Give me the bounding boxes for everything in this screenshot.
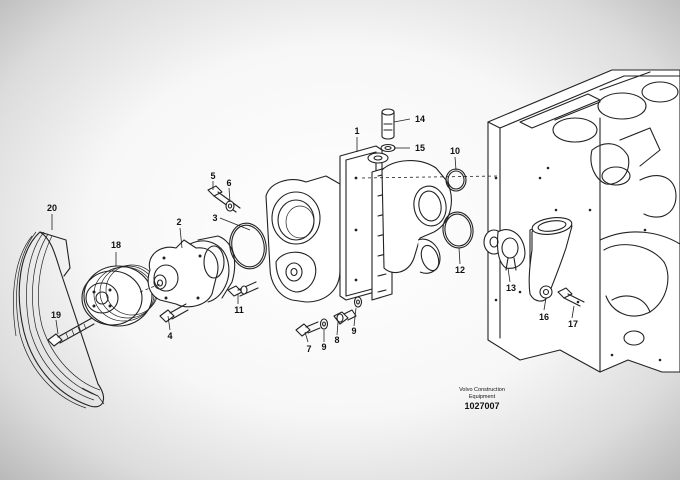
bolt-4 [159,303,189,323]
callout-8: 8 [334,335,339,345]
callout-13: 13 [506,283,516,293]
caption-line-1: Volvo Construction [459,387,505,393]
bolt-19 [47,317,95,347]
nipple-8 [333,309,357,325]
bolt-7 [295,321,321,337]
callout-12: 12 [455,265,465,275]
figure-caption: Volvo Construction Equipment 1027007 [459,387,505,411]
engine-block [487,69,680,373]
outlet-pipe [528,217,573,302]
callout-labels: 1 2 3 4 5 6 7 8 9 9 10 11 12 13 14 15 16… [47,114,578,354]
callout-10: 10 [450,146,460,156]
callout-15: 15 [415,143,425,153]
washer-15 [380,143,396,153]
callout-14: 14 [415,114,425,124]
washer-6 [225,200,235,212]
callout-4: 4 [167,331,172,341]
seal-ring-10 [445,168,467,192]
thermostat [483,229,526,271]
callout-7: 7 [306,344,311,354]
callout-2: 2 [176,217,181,227]
callout-6: 6 [226,178,231,188]
thermostat-housing [265,145,452,303]
callout-16: 16 [539,312,549,322]
washer-9b [353,296,363,308]
leader-lines [51,118,575,343]
drawing-number: 1027007 [464,401,499,411]
callout-18: 18 [111,240,121,250]
sensor-14 [381,108,395,140]
poly-v-belt [13,231,105,409]
bolt-11 [227,281,259,297]
callout-19: 19 [51,310,61,320]
washer-9a [319,318,329,330]
o-ring-3 [229,222,267,270]
water-pump [147,235,236,308]
bolt-17 [557,287,585,307]
callout-5: 5 [210,171,215,181]
callout-11: 11 [234,305,244,315]
callout-17: 17 [568,319,578,329]
callout-3: 3 [212,213,217,223]
callout-9a: 9 [321,342,326,352]
o-ring-12 [442,211,474,249]
callout-1: 1 [354,126,359,136]
pulley [81,264,159,327]
callout-9b: 9 [351,326,356,336]
callout-20: 20 [47,203,57,213]
caption-line-2: Equipment [469,394,496,400]
